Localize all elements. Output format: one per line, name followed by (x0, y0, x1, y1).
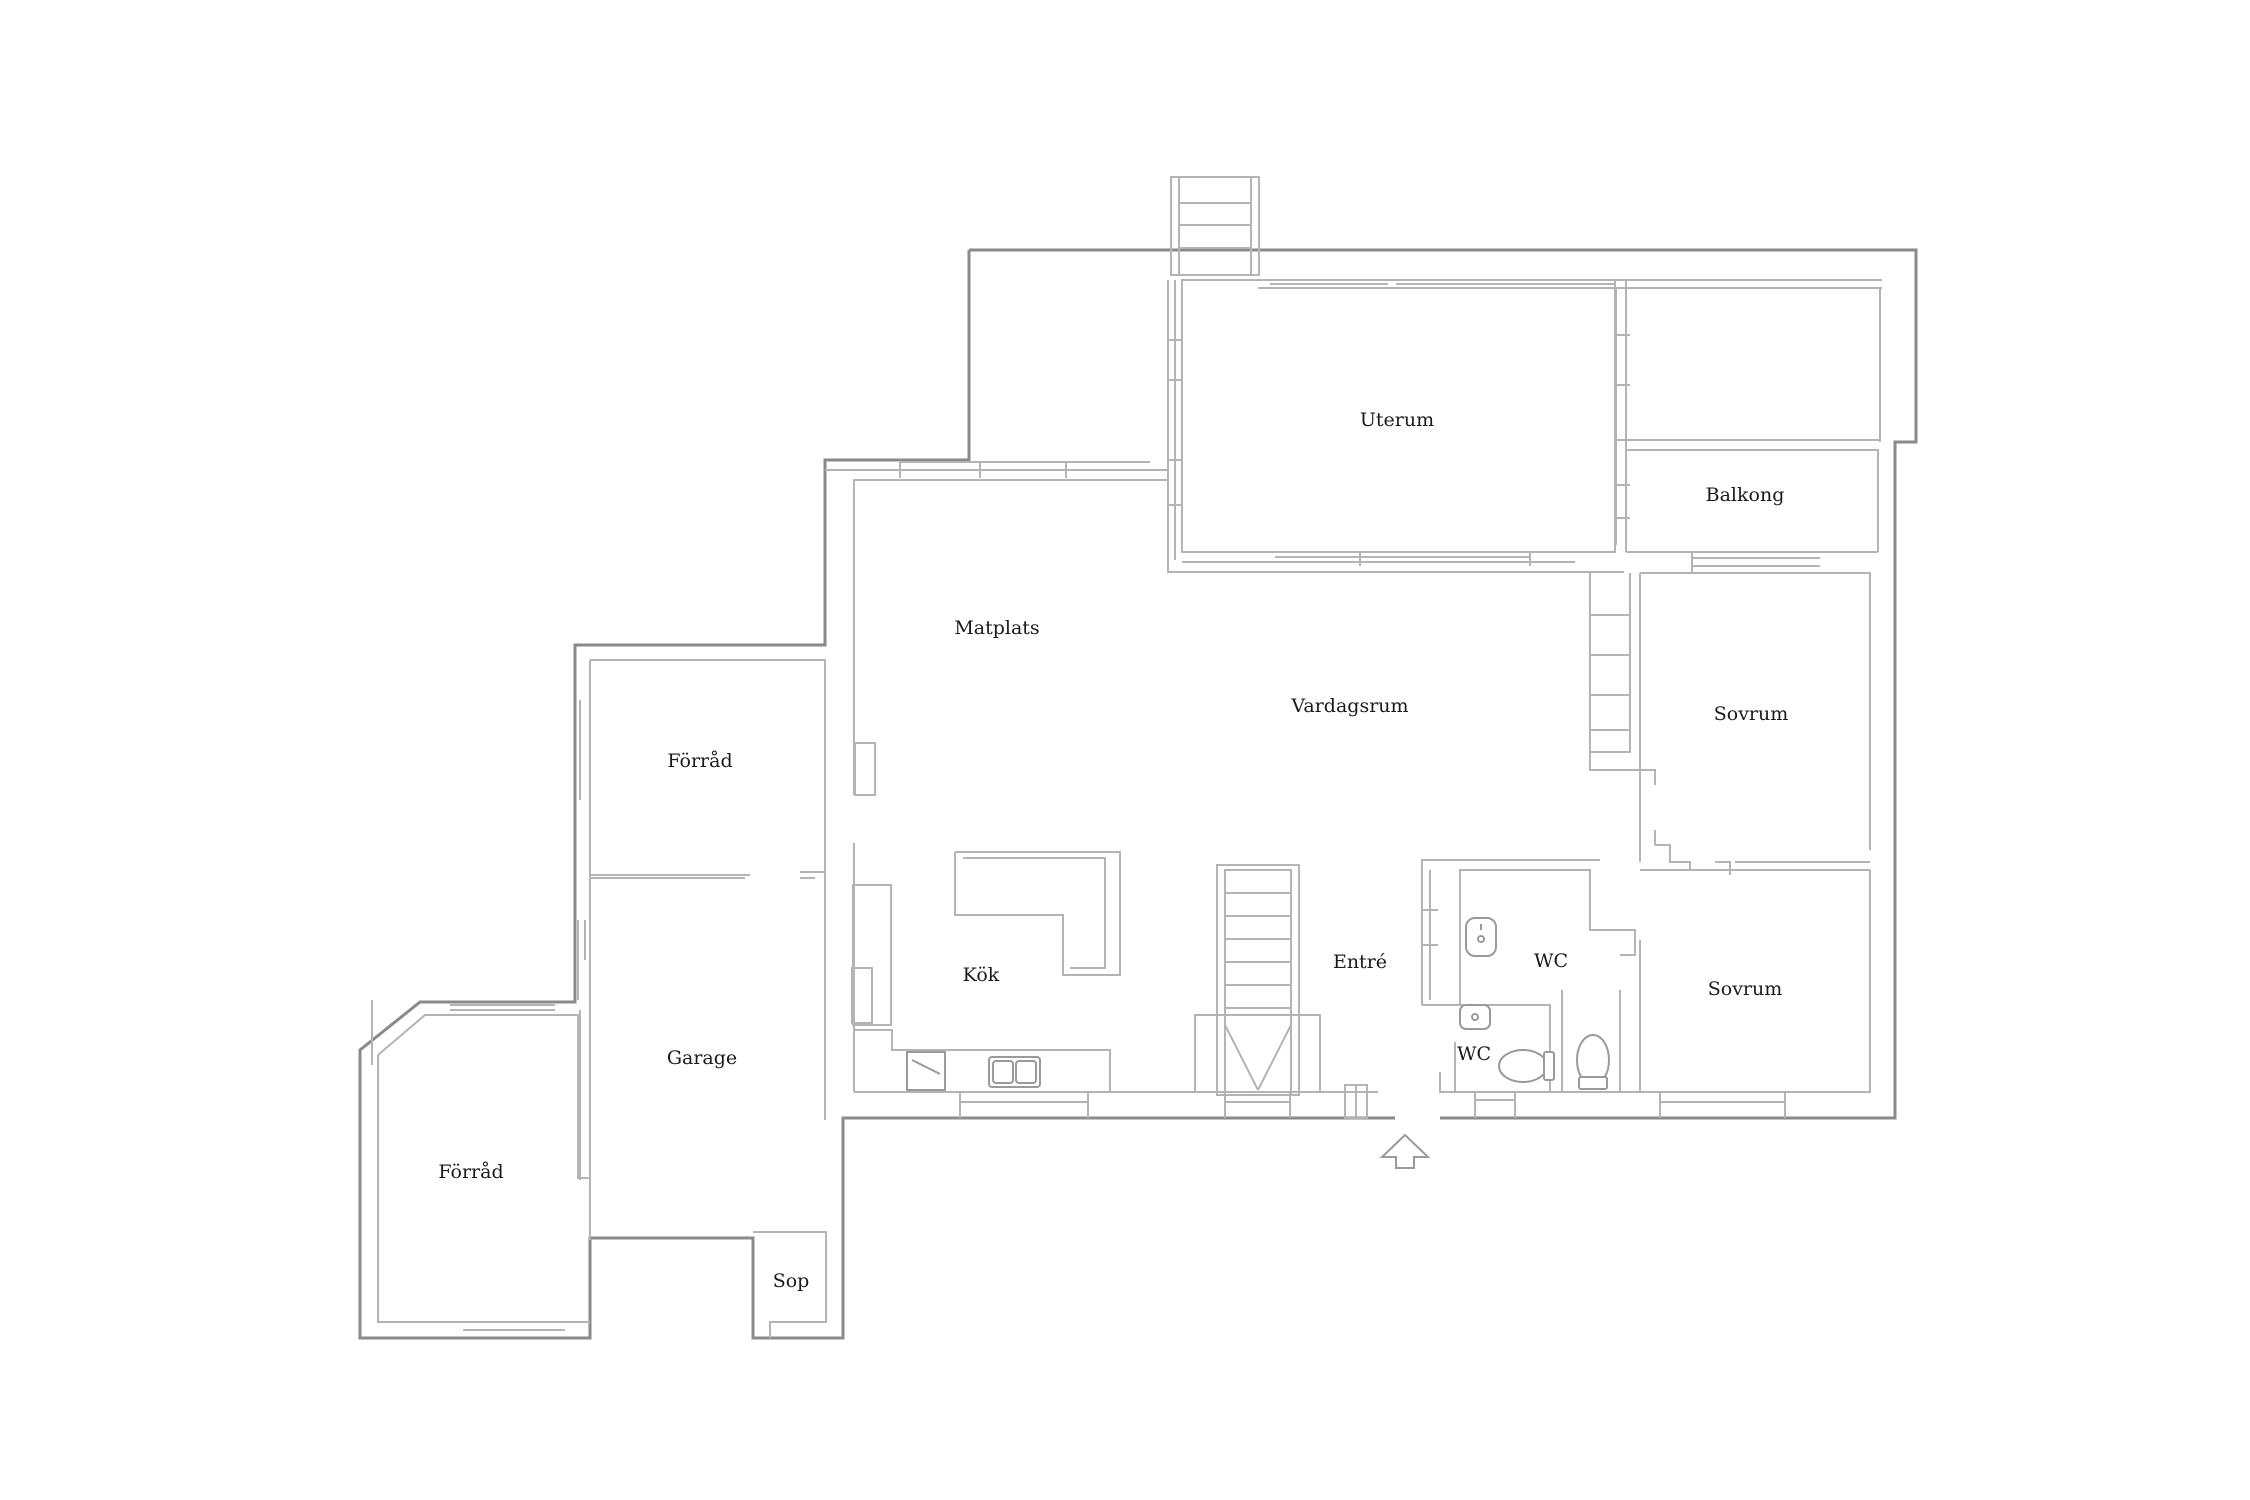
room-label-garage: Garage (667, 1047, 737, 1069)
garage-walls (371, 878, 591, 1331)
wc-lower-walls (1439, 990, 1621, 1118)
sovrum-walls (1639, 573, 1870, 1118)
bottom-windows (959, 1092, 1291, 1118)
entrance-arrow-icon (1379, 1133, 1431, 1169)
room-label-wc-lower: WC (1457, 1043, 1491, 1065)
interior-stair-right (1589, 573, 1656, 785)
sink-icon (988, 1056, 1041, 1088)
room-label-balkong: Balkong (1706, 484, 1785, 506)
room-label-matplats: Matplats (954, 617, 1039, 639)
exterior-stair-top (1170, 176, 1260, 276)
matplats-walls (825, 461, 1168, 796)
interior-stair-center (1194, 864, 1368, 1119)
kok-walls (851, 851, 1121, 1092)
room-label-kok: Kök (963, 964, 1000, 986)
exterior-walls (358, 248, 1918, 1340)
forrad-upper-walls (577, 700, 825, 1000)
room-label-forrad-lower: Förråd (438, 1161, 503, 1183)
room-label-vardagsrum: Vardagsrum (1290, 695, 1408, 717)
room-label-entre: Entré (1333, 951, 1387, 973)
small-basin-icon (1459, 1004, 1491, 1030)
room-label-sovrum-upper: Sovrum (1714, 703, 1789, 725)
room-label-wc-upper: WC (1534, 950, 1568, 972)
toilet-icon-right (1576, 1034, 1610, 1090)
wc-upper-walls (1421, 859, 1636, 1006)
balkong-room (1626, 287, 1881, 573)
room-label-sovrum-lower: Sovrum (1708, 978, 1783, 1000)
room-label-sop: Sop (773, 1270, 810, 1292)
stove-icon (906, 1051, 946, 1091)
room-label-forrad-upper: Förråd (667, 750, 732, 772)
toilet-icon (1498, 1049, 1555, 1083)
uterum-room (1167, 279, 1882, 573)
room-label-uterum: Uterum (1360, 409, 1434, 431)
